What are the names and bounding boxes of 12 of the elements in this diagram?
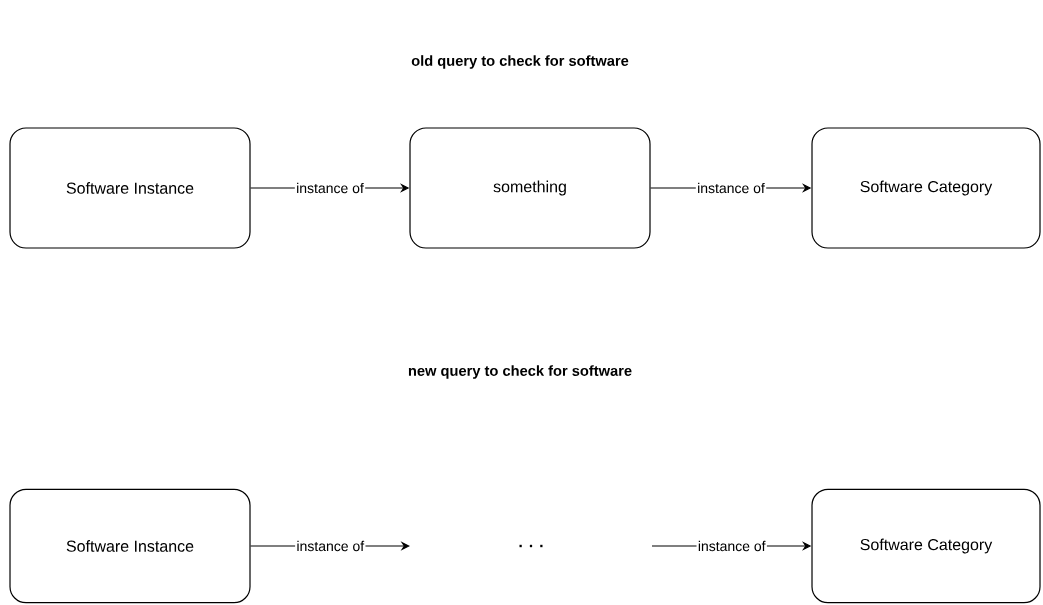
process-box: Software Category [811,127,1041,249]
edge-label: instance of [695,181,767,195]
heading: old query to check for software [411,55,629,69]
ellipsis-text: . . . [519,544,543,548]
process-box: Software Instance [9,488,251,604]
process-box: Software Instance [9,127,251,249]
edge-label: instance of [294,181,366,195]
process-box: something [409,127,651,249]
process-box: Software Category [811,488,1041,604]
heading: new query to check for software [408,365,632,379]
edge-label: instance of [696,539,767,553]
edge-label: instance of [295,539,366,553]
